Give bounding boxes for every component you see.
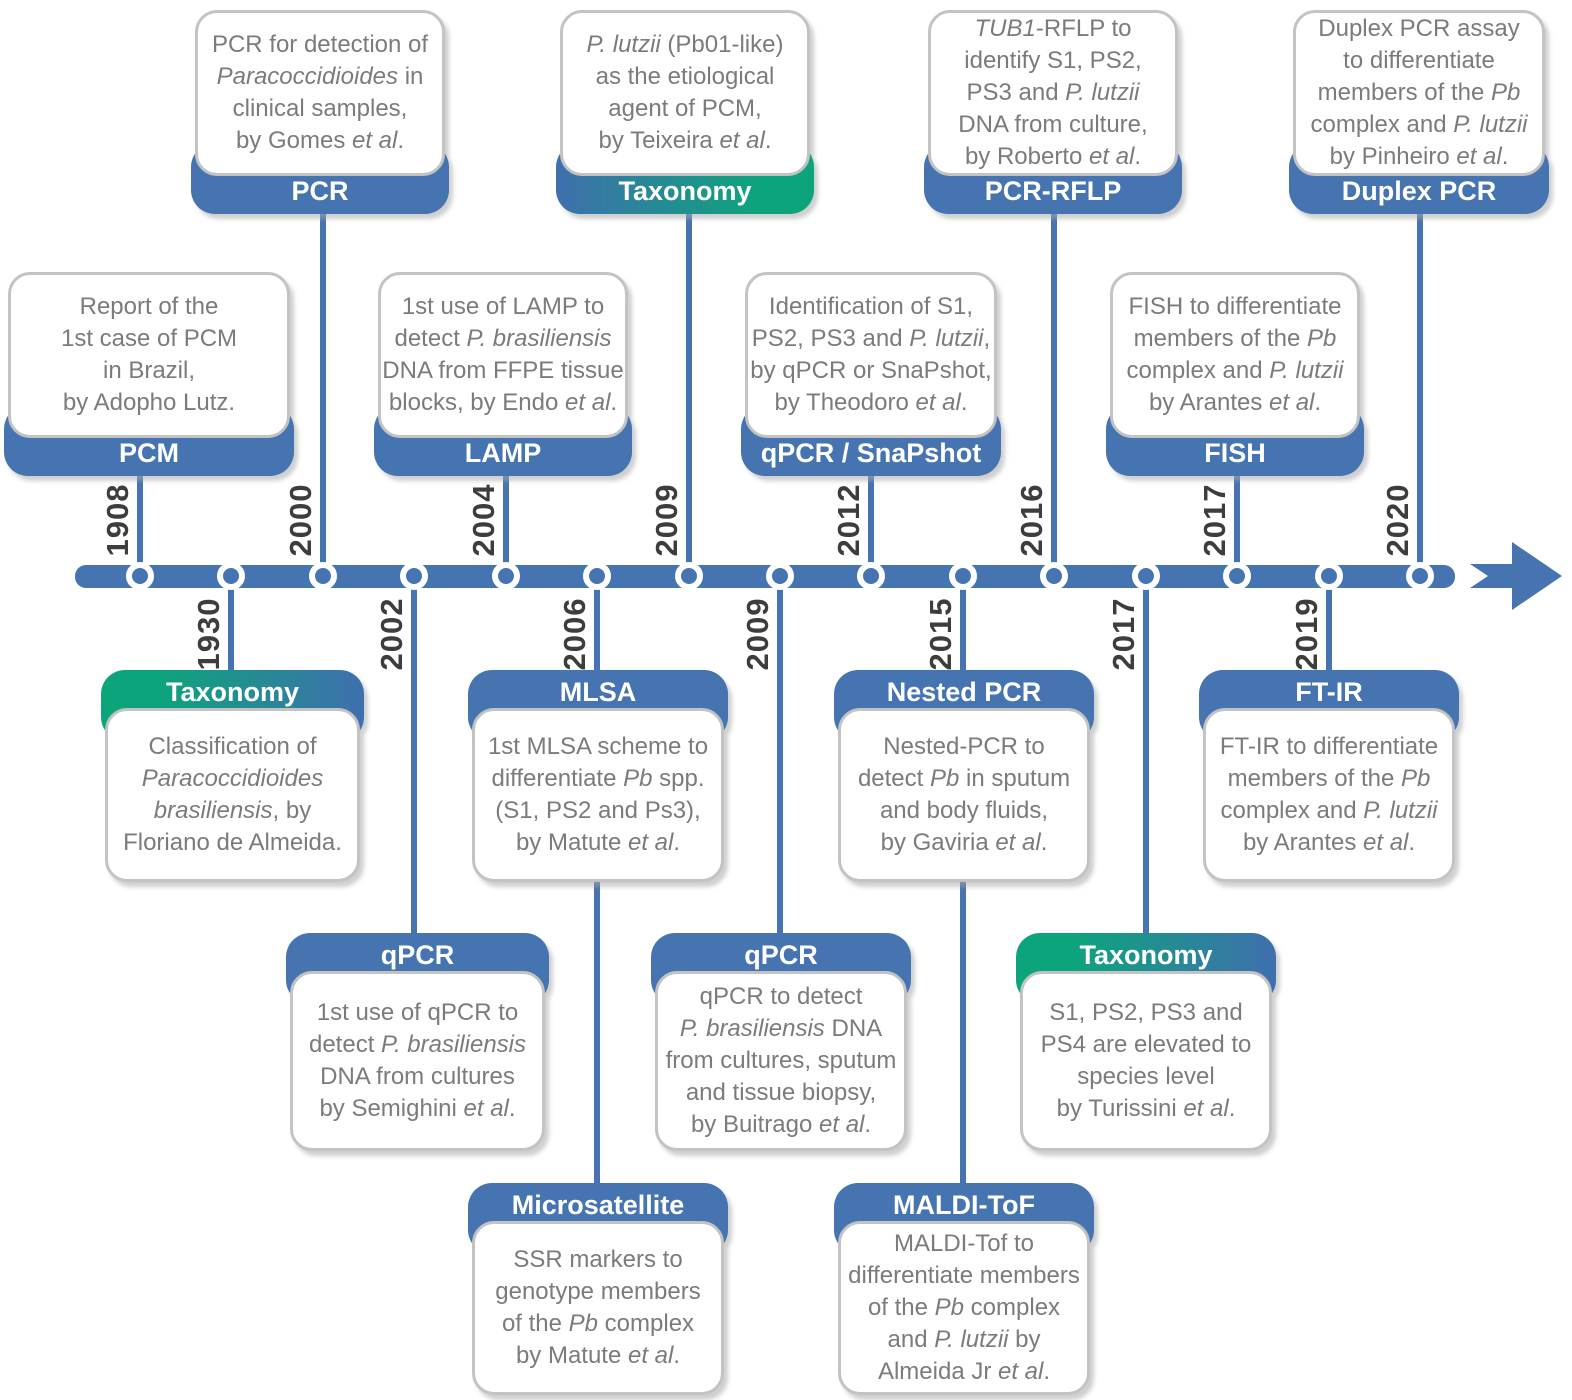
event-description: Identification of S1,PS2, PS3 and P. lut… (745, 272, 997, 438)
year-label-2017-bottom: 2017 (1106, 597, 1141, 671)
year-label-2015: 2015 (923, 597, 958, 671)
connector-line (1143, 582, 1149, 942)
connector-line (594, 870, 600, 1195)
arrowhead-icon (1470, 542, 1562, 610)
connector-line (686, 180, 692, 574)
connector-line (1326, 582, 1332, 682)
event-box-taxonomy-2009: Taxonomy P. lutzii (Pb01-like)as the eti… (556, 10, 814, 214)
connector-line (960, 870, 966, 1195)
connector-line (1234, 440, 1240, 574)
connector-line (868, 440, 874, 574)
connector-line (1417, 180, 1423, 574)
timeline-bar (75, 565, 1455, 588)
year-label-2019: 2019 (1289, 597, 1324, 671)
connector-line (960, 582, 966, 682)
year-label-2017-top: 2017 (1197, 483, 1232, 557)
connector-line (320, 180, 326, 574)
connector-line (1051, 180, 1057, 574)
connector-line (411, 582, 417, 942)
connector-line (594, 582, 600, 682)
connector-line (777, 582, 783, 942)
year-label-2006: 2006 (557, 597, 592, 671)
year-label-1930: 1930 (191, 597, 226, 671)
year-label-2012: 2012 (831, 483, 866, 557)
year-label-2000: 2000 (283, 483, 318, 557)
year-label-2009-bottom: 2009 (740, 597, 775, 671)
year-label-2002: 2002 (374, 597, 409, 671)
event-box-qpcr-snapshot-2012: qPCR / SnaPshot Identification of S1,PS2… (741, 272, 1001, 476)
year-label-1908: 1908 (100, 483, 135, 557)
year-label-2020: 2020 (1380, 483, 1415, 557)
year-label-2016: 2016 (1014, 483, 1049, 557)
connector-line (503, 440, 509, 574)
connector-line (228, 582, 234, 682)
year-label-2009-top: 2009 (649, 483, 684, 557)
year-label-2004: 2004 (466, 483, 501, 557)
connector-line (137, 440, 143, 574)
